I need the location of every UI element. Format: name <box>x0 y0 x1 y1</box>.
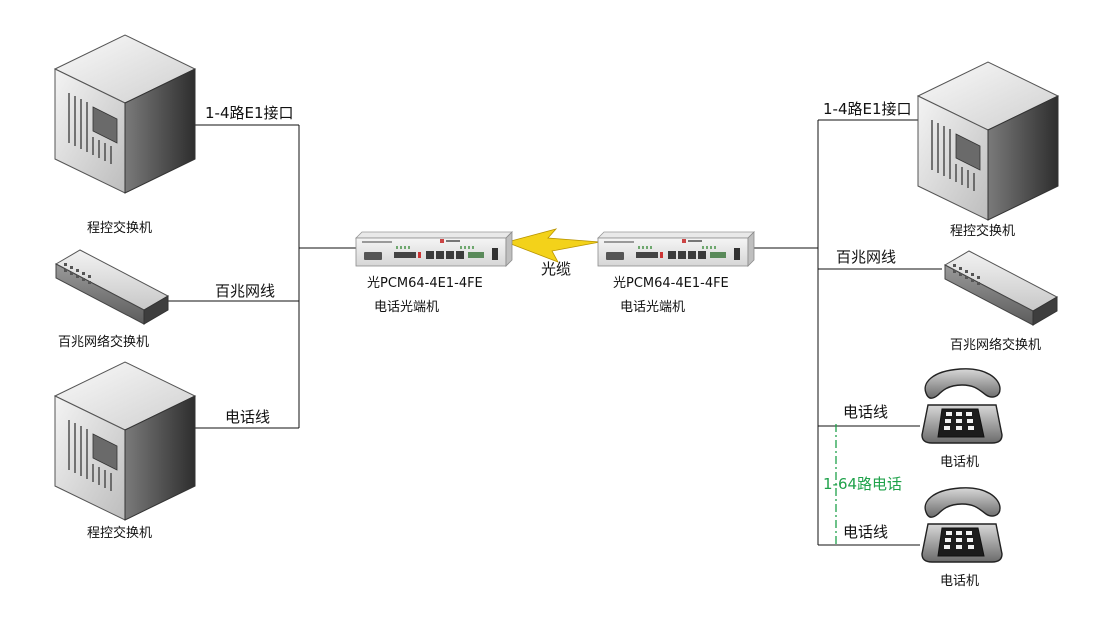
pbx-right-icon <box>917 61 1059 221</box>
pbx-bottom-left-label: 程控交换机 <box>87 526 153 541</box>
device-right-model-label: 光PCM64-4E1-4FE <box>613 276 729 291</box>
connection-lines <box>166 119 942 546</box>
pbx-bottom-left-icon <box>54 361 196 521</box>
switch-right-icon <box>944 250 1058 326</box>
right-net-link-label: 百兆网线 <box>836 248 897 266</box>
telephone-top-label: 电话机 <box>940 455 980 470</box>
left-phone-link-label: 电话线 <box>225 408 271 426</box>
switch-left-label: 百兆网络交换机 <box>58 335 150 350</box>
right-phone-link-top-label: 电话线 <box>843 403 889 421</box>
fiber-lightning-icon <box>510 228 601 263</box>
optical-terminal-left-icon <box>355 231 513 267</box>
switch-left-icon <box>55 249 169 325</box>
pbx-top-left-icon <box>54 34 196 194</box>
telephone-bottom-label: 电话机 <box>940 574 980 589</box>
pbx-right-label: 程控交换机 <box>950 224 1016 239</box>
right-e1-link-label: 1-4路E1接口 <box>823 100 912 118</box>
optical-terminal-right-icon <box>597 231 755 267</box>
fiber-label: 光缆 <box>541 260 572 278</box>
right-phone-link-bottom-label: 电话线 <box>843 523 889 541</box>
pbx-top-left-label: 程控交换机 <box>87 221 153 236</box>
left-e1-link-label: 1-4路E1接口 <box>205 104 294 122</box>
device-right-desc-label: 电话光端机 <box>620 300 686 315</box>
device-left-model-label: 光PCM64-4E1-4FE <box>367 276 483 291</box>
switch-right-label: 百兆网络交换机 <box>950 338 1042 353</box>
left-net-link-label: 百兆网线 <box>215 282 276 300</box>
telephone-bottom-icon <box>921 487 1003 563</box>
telephone-top-icon <box>921 368 1003 444</box>
device-left-desc-label: 电话光端机 <box>374 300 440 315</box>
phone-range-label: 1-64路电话 <box>823 475 903 493</box>
